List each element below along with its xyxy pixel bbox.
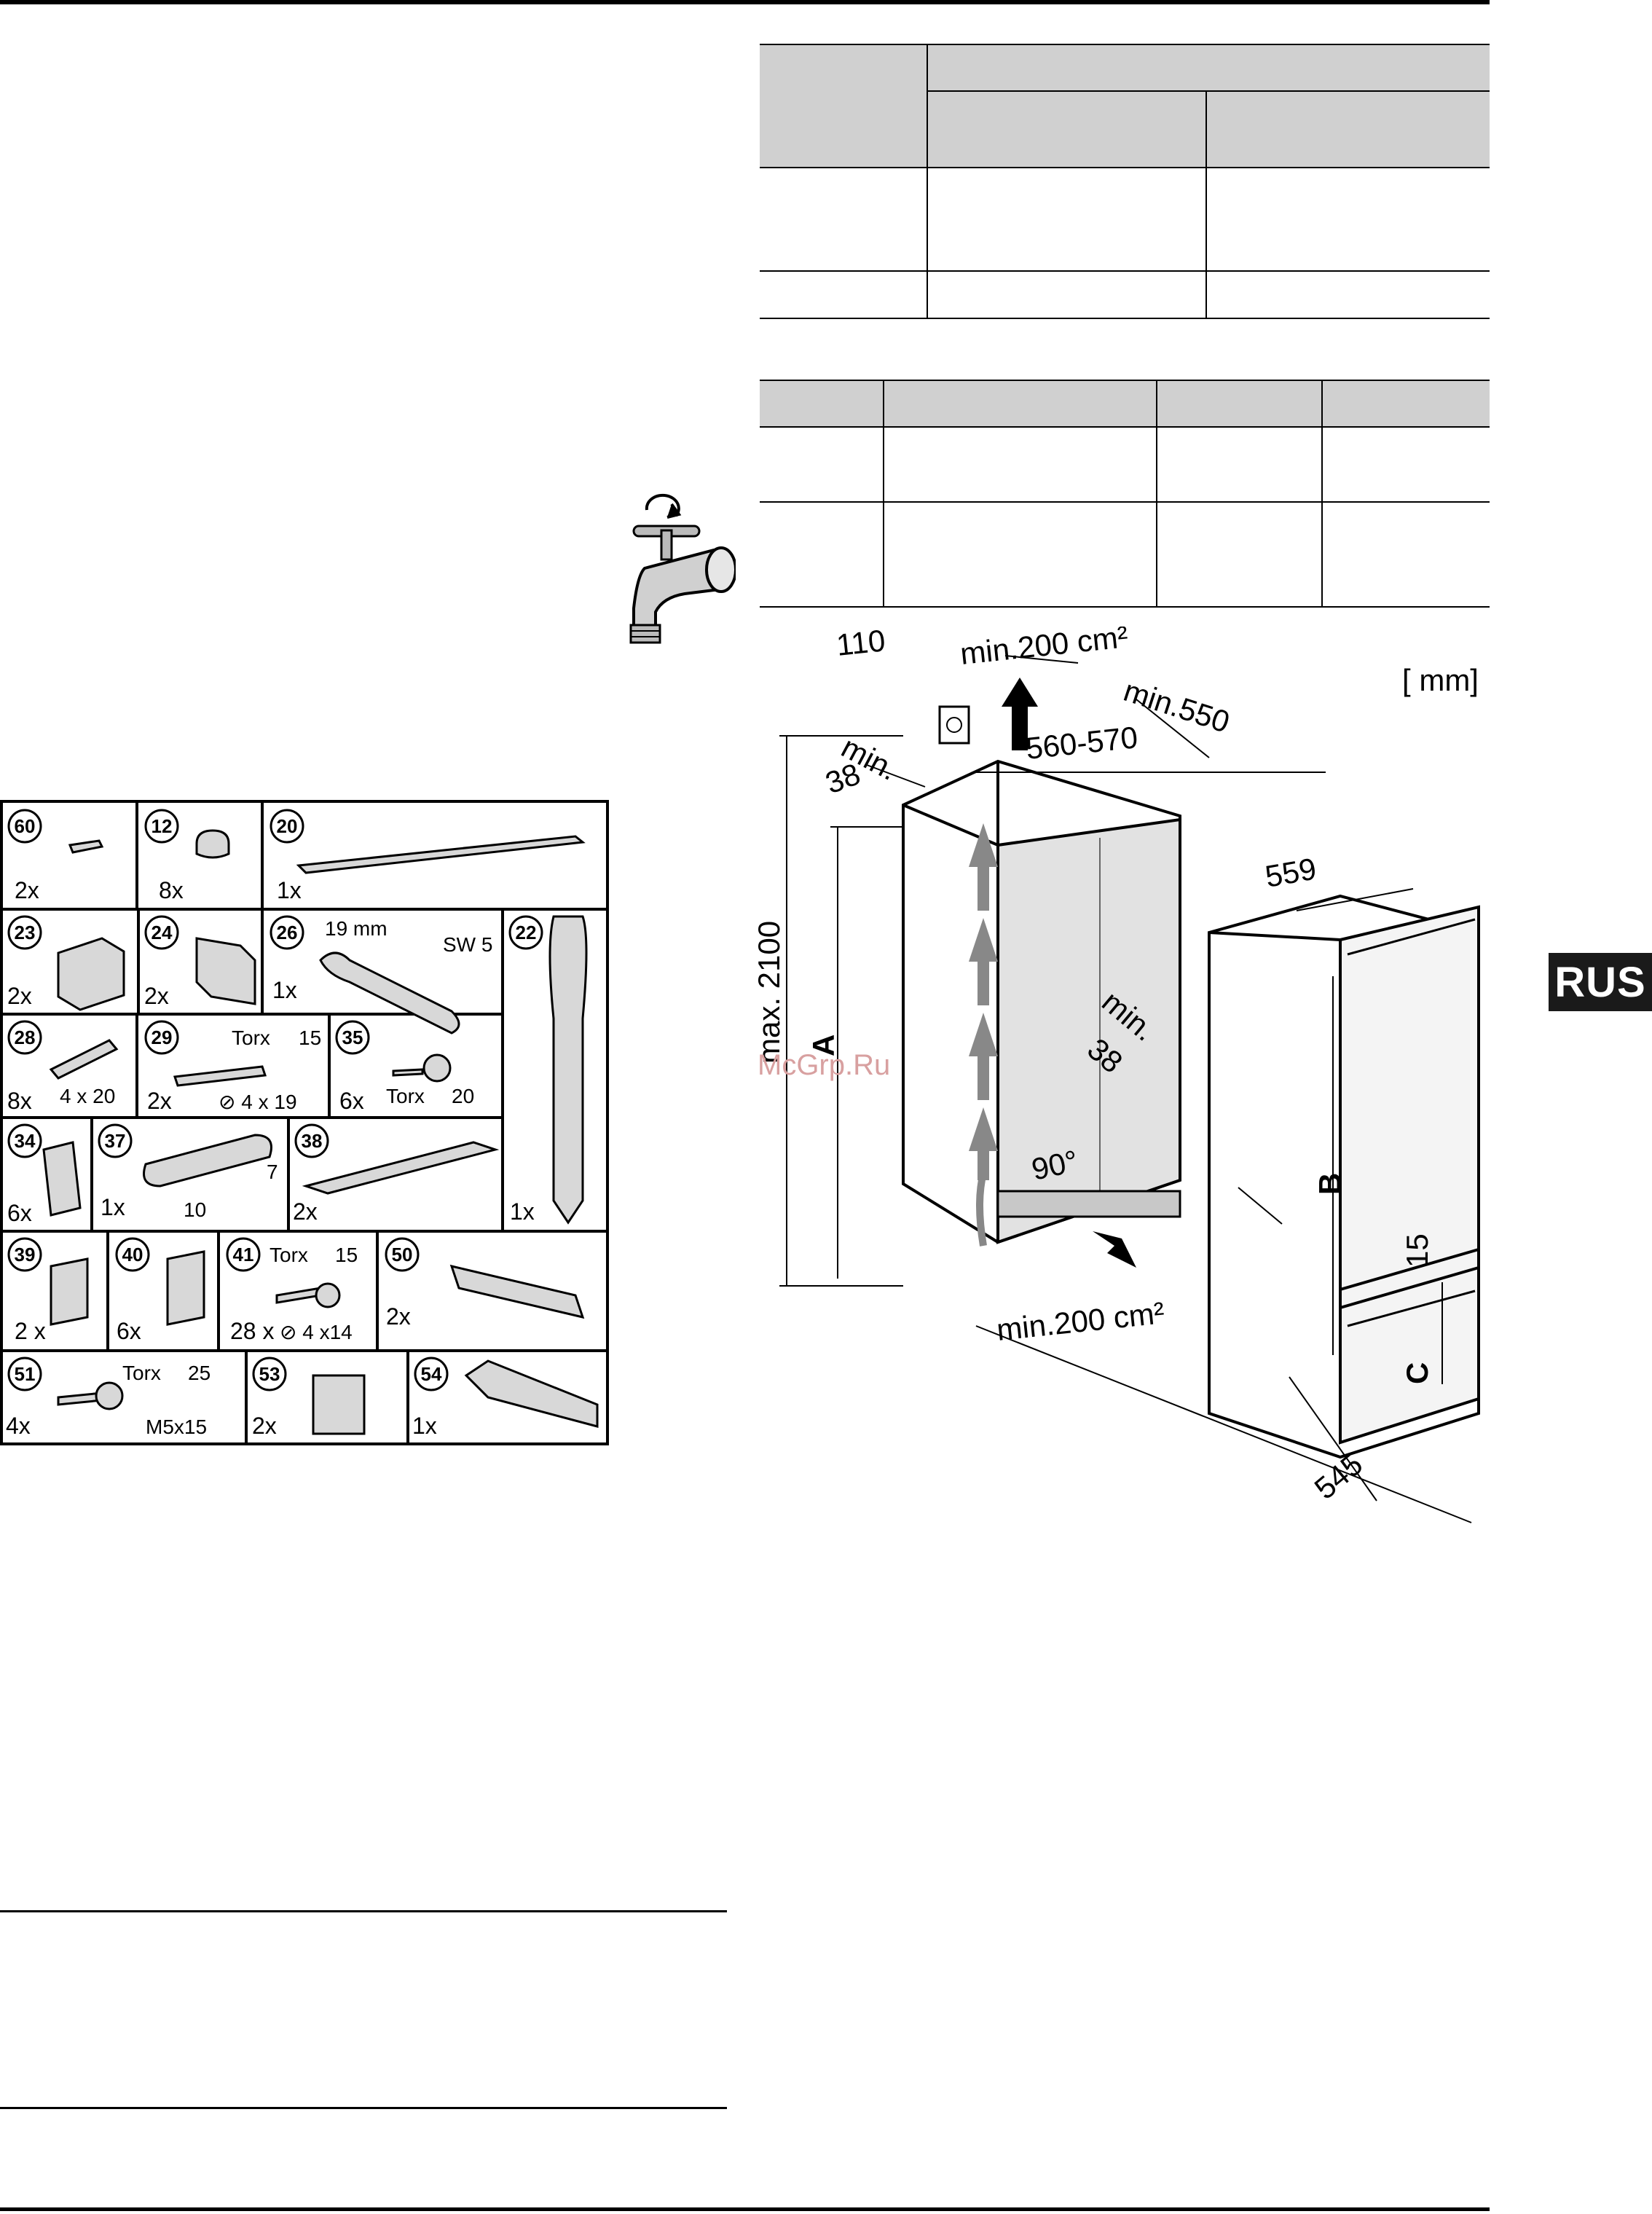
part-qty: 6x bbox=[117, 1318, 141, 1344]
water-tap-icon bbox=[629, 493, 736, 644]
part-id: 23 bbox=[15, 922, 36, 943]
dim-15: 15 bbox=[1400, 1233, 1434, 1268]
part-id: 53 bbox=[259, 1363, 280, 1385]
part-qty: 28 x bbox=[230, 1318, 274, 1344]
part-size: ⊘ 4 x14 bbox=[280, 1321, 353, 1343]
part-id: 40 bbox=[122, 1244, 143, 1265]
dim-545: 545 bbox=[1308, 1447, 1369, 1506]
part-torx-num: 15 bbox=[299, 1026, 321, 1049]
part-size: M5x15 bbox=[146, 1416, 207, 1438]
left-divider-2 bbox=[0, 2107, 727, 2109]
part-id: 38 bbox=[302, 1130, 323, 1152]
part-torx: Torx bbox=[122, 1362, 161, 1384]
part-qty: 2x bbox=[7, 983, 32, 1009]
dim-min550: min.550 bbox=[1120, 673, 1234, 739]
vent-top-label: min.200 cm² bbox=[959, 627, 1130, 671]
part-qty: 1x bbox=[412, 1413, 437, 1439]
part-id: 54 bbox=[421, 1363, 442, 1385]
part-id: 22 bbox=[516, 922, 537, 943]
label-a: A bbox=[806, 1035, 841, 1056]
part-qty: 6x bbox=[7, 1200, 32, 1226]
part-id: 39 bbox=[15, 1244, 36, 1265]
part-id: 41 bbox=[233, 1244, 254, 1265]
dim-110: 110 bbox=[835, 627, 887, 662]
part-torx-num: 25 bbox=[188, 1362, 211, 1384]
dim-max2100: max. 2100 bbox=[758, 921, 786, 1064]
language-tab: RUS bbox=[1549, 953, 1652, 1011]
part-id: 60 bbox=[15, 815, 36, 837]
part-qty: 2x bbox=[147, 1088, 172, 1114]
part-qty: 6x bbox=[339, 1088, 364, 1114]
part-qty: 1x bbox=[510, 1198, 535, 1225]
part-id: 35 bbox=[342, 1026, 363, 1048]
part-torx: Torx bbox=[270, 1244, 308, 1266]
part-torx-num: 15 bbox=[335, 1244, 358, 1266]
part-torx-num: 20 bbox=[452, 1085, 474, 1107]
spec-table-1 bbox=[760, 44, 1490, 319]
part-note: 10 bbox=[184, 1198, 206, 1221]
part-qty: 1x bbox=[277, 877, 302, 903]
part-id-circles bbox=[7, 809, 543, 1391]
dim-559: 559 bbox=[1262, 851, 1318, 893]
left-divider-1 bbox=[0, 1910, 727, 1912]
label-b: B bbox=[1313, 1173, 1347, 1195]
part-qty: 2x bbox=[386, 1303, 411, 1330]
part-id: 28 bbox=[15, 1026, 36, 1048]
part-id: 20 bbox=[277, 815, 298, 837]
part-id: 34 bbox=[15, 1130, 36, 1152]
part-id: 24 bbox=[152, 922, 173, 943]
part-id: 26 bbox=[277, 922, 298, 943]
part-id: 37 bbox=[105, 1130, 126, 1152]
part-qty: 2x bbox=[252, 1413, 277, 1439]
part-qty: 8x bbox=[7, 1088, 32, 1114]
part-torx: Torx bbox=[232, 1026, 270, 1049]
part-id: 50 bbox=[392, 1244, 413, 1265]
watermark: McGrp.Ru bbox=[758, 1049, 891, 1081]
vent-bottom-label: min.200 cm² bbox=[995, 1295, 1166, 1347]
installation-diagram: [ mm] 110 min.200 cm² min.550 min. 38 56… bbox=[758, 627, 1480, 1523]
part-note: SW 5 bbox=[443, 933, 492, 956]
part-size: ⊘ 4 x 19 bbox=[219, 1091, 297, 1113]
part-qty: 4x bbox=[6, 1413, 31, 1439]
spec-table-2 bbox=[760, 380, 1490, 608]
parts-panel: 60 12 20 23 24 26 22 28 29 35 34 37 38 3… bbox=[0, 800, 609, 1445]
part-id: 12 bbox=[152, 815, 173, 837]
part-id: 29 bbox=[152, 1026, 173, 1048]
label-c: C bbox=[1400, 1362, 1434, 1384]
part-torx: Torx bbox=[386, 1085, 425, 1107]
part-qty: 2x bbox=[144, 983, 169, 1009]
part-id: 51 bbox=[15, 1363, 36, 1385]
part-note: 7 bbox=[267, 1161, 278, 1183]
part-note: 19 mm bbox=[325, 917, 388, 940]
parts-grid: 60 12 20 23 24 26 22 28 29 35 34 37 38 3… bbox=[0, 800, 609, 1445]
top-rule bbox=[0, 0, 1490, 4]
part-qty: 1x bbox=[272, 977, 297, 1003]
part-size: 4 x 20 bbox=[60, 1085, 115, 1107]
part-qty: 2x bbox=[293, 1198, 318, 1225]
dim-560-570: 560-570 bbox=[1024, 720, 1139, 766]
part-qty: 1x bbox=[101, 1194, 125, 1220]
bottom-rule bbox=[0, 2207, 1490, 2211]
part-qty: 2x bbox=[15, 877, 39, 903]
part-qty: 2 x bbox=[15, 1318, 46, 1344]
units-label: [ mm] bbox=[1402, 663, 1479, 697]
part-qty: 8x bbox=[159, 877, 184, 903]
